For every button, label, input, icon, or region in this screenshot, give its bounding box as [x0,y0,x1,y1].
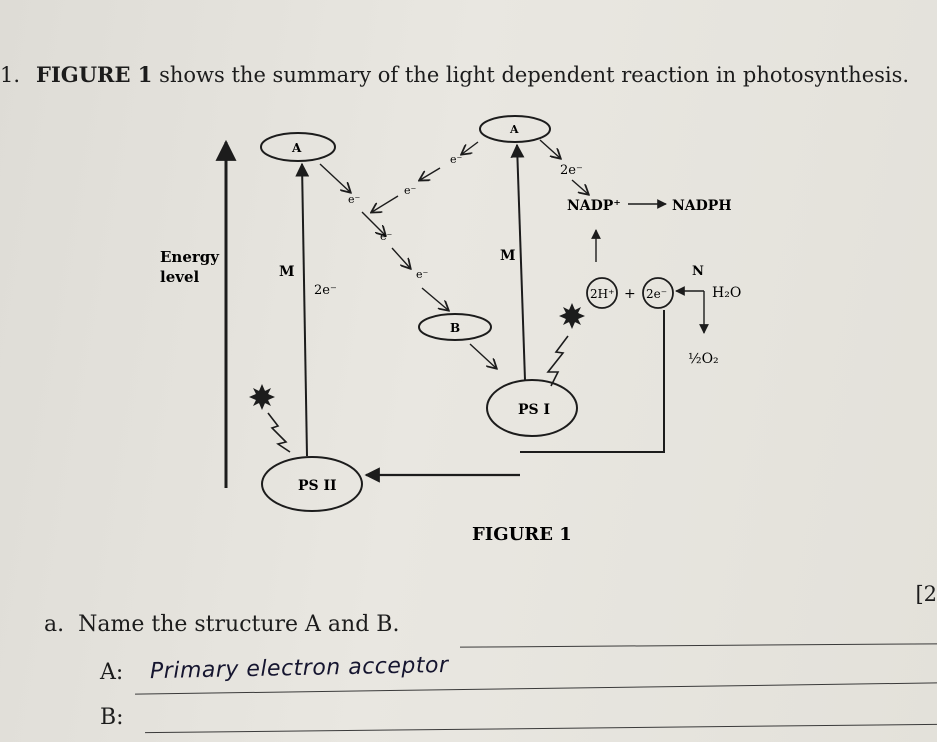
lightning-icon-ps1 [546,335,569,387]
part-a-letter: a. [44,612,65,637]
answer-b-label: B: [100,705,124,730]
lightning-icon-ps2 [267,412,291,453]
acceptor-a-left-label: A [291,141,302,155]
sun-icon-ps1 [559,303,585,329]
a-to-nadp-arrow [539,139,560,158]
b-to-ps1-arrow [469,343,496,368]
chain-arrow-3 [391,247,410,268]
nadph-label: NADPH [672,198,732,214]
sun-icon-ps2 [249,384,275,410]
question-text: shows the summary of the light dependent… [159,63,910,87]
photosystem-one-label: PS I [518,402,550,418]
electron-label-3: e⁻ [416,268,429,281]
energy-label-line2: level [160,268,200,286]
chain-arrow-1 [319,163,350,192]
label-n: N [692,264,704,279]
photosystem-two-label: PS II [298,478,337,494]
label-m-right: M [500,248,516,264]
proton-circle [586,277,618,309]
question-number: 1. [0,63,21,87]
electron-label-4: e⁻ [450,153,463,166]
electron-circle [642,277,674,309]
carrier-b-label: B [450,321,460,335]
ps2-excitation-arrow [295,162,310,457]
chain-arrow-2 [361,211,385,235]
electron-label-5: e⁻ [404,184,417,197]
energy-label-line1: Energy [160,248,220,266]
question-line: 1. FIGURE 1 shows the summary of the ligh… [0,62,909,87]
part-a-prompt: Name the structure A and B. [78,612,400,637]
figure-reference: FIGURE 1 [36,62,153,87]
chain-arrow-4 [421,287,448,310]
label-m-left: M [279,264,295,280]
label-2e-right: 2e⁻ [560,163,583,178]
electron-label-2: e⁻ [380,230,393,243]
plus-sign: + [624,286,636,302]
photosystem-two [261,456,363,512]
part-a-question: a. Name the structure A and B. [44,612,399,637]
acceptor-a-right-label: A [509,123,519,136]
to-nadp-arrow [571,179,588,194]
nadp-label: NADP⁺ [567,198,621,214]
acceptor-a-left [260,132,336,162]
cyclic-arrow-1 [462,141,479,154]
ps1-excitation-arrow [510,143,526,381]
label-2e-left: 2e⁻ [314,283,337,298]
water-label: H₂O [712,285,741,301]
figure-caption: FIGURE 1 [472,524,572,545]
marks-indicator: [2 [915,582,937,606]
photosystem-one [486,379,578,437]
cyclic-arrow-2 [420,167,441,180]
oxygen-label: ½O₂ [688,351,719,367]
electron-circle-label: 2e⁻ [646,287,667,301]
carrier-b [418,313,492,341]
cyclic-arrow-3 [372,195,399,212]
answer-a-label: A: [100,660,124,685]
proton-label: 2H⁺ [590,287,614,301]
water-electron-return-line [520,310,665,453]
acceptor-a-right [479,115,551,143]
electron-label-1: e⁻ [348,193,361,206]
